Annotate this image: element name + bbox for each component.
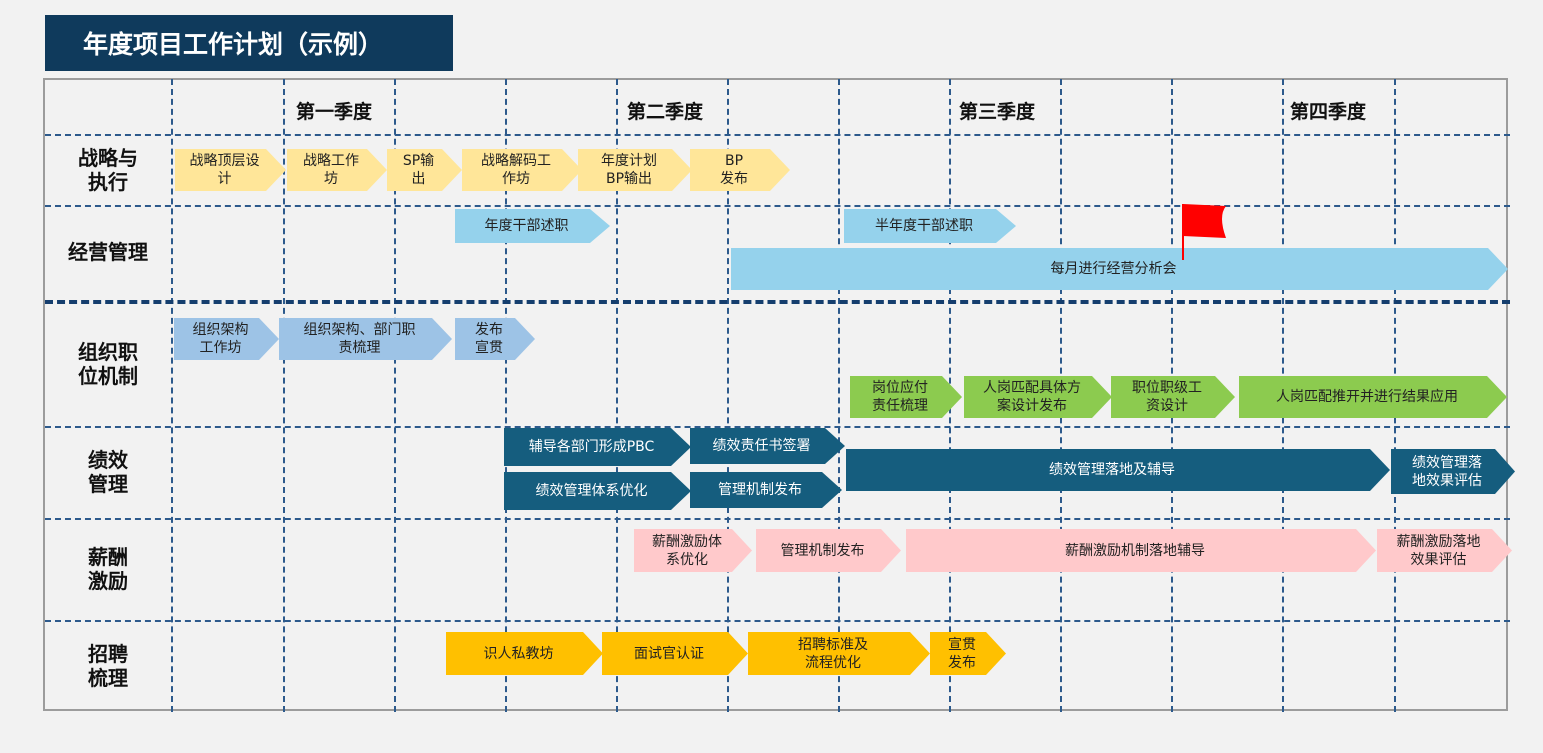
task-strategy-top-design: 战略顶层设 计 [175, 149, 286, 191]
task-perf-mechanism-release: 管理机制发布 [690, 472, 842, 508]
row-label-operations: 经营管理 [68, 240, 148, 264]
grid-hline [45, 205, 1510, 207]
task-person-job-plan: 人岗匹配具体方 案设计发布 [964, 376, 1112, 418]
task-monthly-business-analysis: 每月进行经营分析会 [731, 248, 1508, 290]
grid-hline-bold [45, 300, 1510, 304]
grid-vline [838, 79, 840, 712]
task-perf-evaluation: 绩效管理落 地效果评估 [1391, 449, 1515, 494]
quarter-header-4: 第四季度 [1290, 101, 1367, 123]
task-semiannual-cadre-report: 半年度干部述职 [844, 209, 1016, 243]
task-perf-contract: 绩效责任书签署 [690, 428, 845, 464]
row-label-recruitment: 招聘 梳理 [88, 642, 128, 690]
task-perf-implementation: 绩效管理落地及辅导 [846, 449, 1390, 491]
grid-hline [45, 620, 1510, 622]
task-grade-salary-design: 职位职级工 资设计 [1111, 376, 1235, 418]
task-strategy-workshop: 战略工作 坊 [287, 149, 387, 191]
grid-hline [45, 426, 1510, 428]
grid-vline [727, 79, 729, 712]
grid-vline [394, 79, 396, 712]
task-pay-system-optimize: 薪酬激励体 系优化 [634, 529, 752, 572]
row-label-performance: 绩效 管理 [88, 448, 128, 496]
task-bp-release: BP 发布 [690, 149, 790, 191]
task-pay-evaluation: 薪酬激励落地 效果评估 [1377, 529, 1512, 572]
grid-vline [616, 79, 618, 712]
quarter-header-2: 第二季度 [627, 101, 704, 123]
task-annual-cadre-report: 年度干部述职 [455, 209, 610, 243]
task-recruit-standard: 招聘标准及 流程优化 [748, 632, 930, 675]
page-title: 年度项目工作计划（示例） [45, 15, 453, 71]
quarter-header-3: 第三季度 [959, 101, 1036, 123]
quarter-header-1: 第一季度 [296, 101, 373, 123]
grid-vline [283, 79, 285, 712]
task-recruit-workshop: 识人私教坊 [446, 632, 603, 675]
task-org-structure-workshop: 组织架构 工作坊 [174, 318, 279, 360]
task-strategy-decoding: 战略解码工 作坊 [462, 149, 582, 191]
task-pay-implementation: 薪酬激励机制落地辅导 [906, 529, 1376, 572]
task-perf-system-optimize: 绩效管理体系优化 [504, 472, 691, 510]
task-annual-plan-bp: 年度计划 BP输出 [578, 149, 692, 191]
task-pbc-coaching: 辅导各部门形成PBC [504, 428, 691, 466]
task-interviewer-cert: 面试官认证 [602, 632, 748, 675]
task-pay-mechanism-release: 管理机制发布 [756, 529, 901, 572]
row-label-organization: 组织职 位机制 [78, 340, 138, 388]
grid-vline [505, 79, 507, 712]
grid-hline [45, 134, 1510, 136]
task-position-duties: 岗位应付 责任梳理 [850, 376, 962, 418]
grid-vline [171, 79, 173, 712]
row-label-strategy: 战略与 执行 [78, 146, 138, 194]
task-person-job-rollout: 人岗匹配推开并进行结果应用 [1239, 376, 1507, 418]
grid-hline [45, 518, 1510, 520]
red-flag-icon [1182, 204, 1226, 260]
timeline-frame [43, 78, 1508, 711]
row-label-compensation: 薪酬 激励 [88, 545, 128, 593]
task-org-dept-duties: 组织架构、部门职 责梳理 [279, 318, 452, 360]
